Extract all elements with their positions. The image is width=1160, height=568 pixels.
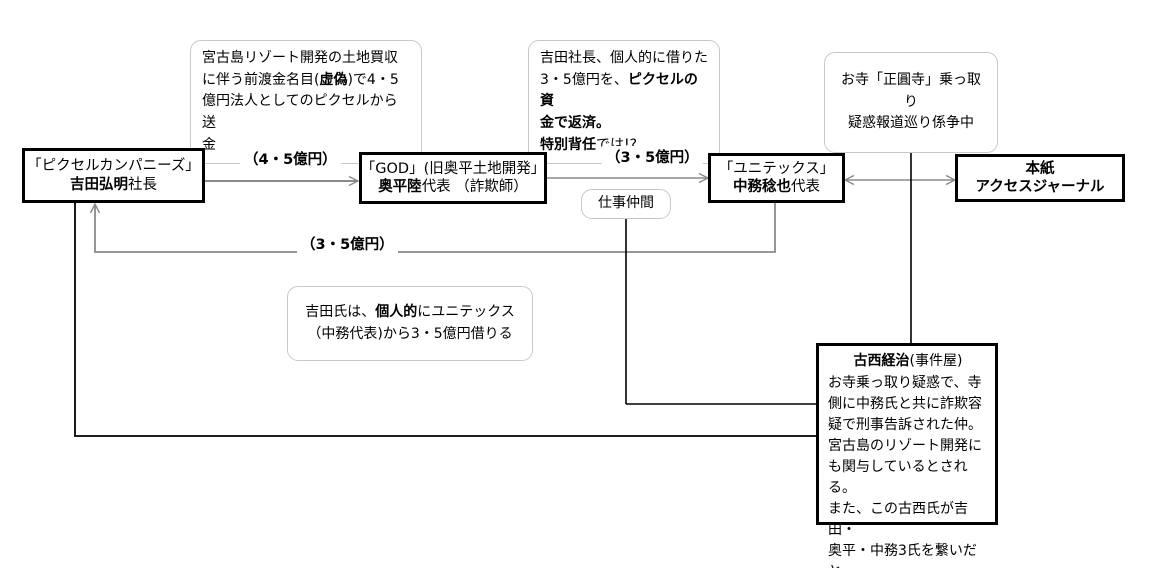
dossier-line: また、この古西氏が吉田・: [828, 501, 968, 538]
dossier-line: 宮古島のリゾート開発に: [828, 438, 982, 454]
bubble-colleagues: 仕事仲間: [581, 189, 671, 219]
node-line-1: 本紙: [1025, 160, 1055, 177]
dossier-line: 疑で刑事告訴された仲。: [828, 417, 982, 433]
bubble-line: 吉田社長、個人的に借りた: [540, 50, 708, 66]
node-furunishi-dossier[interactable]: 古西経治(事件屋) お寺乗っ取り疑惑で、寺 側に中務氏と共に詐欺容 疑で刑事告訴…: [816, 343, 998, 568]
node-god[interactable]: 「GOD」(旧奥平土地開発」 奥平陸代表 （詐欺師）: [359, 152, 547, 204]
wire-pixel-to-furunishi: [74, 203, 816, 437]
dossier-header: 古西経治(事件屋): [853, 353, 963, 369]
bubble-line: 金で返済。: [540, 115, 610, 132]
node-line-2: 中務稔也代表: [733, 179, 820, 195]
label-amount-45: （4・5億円）: [240, 148, 341, 169]
bubble-line: に伴う前渡金名目(虚偽)で4・5: [202, 71, 399, 88]
bubble-line: 疑惑報道巡り係争中: [848, 115, 974, 132]
node-line-1: 「ピクセルカンパニーズ」: [27, 158, 200, 175]
dossier-line: お寺乗っ取り疑惑で、寺: [828, 375, 982, 391]
node-line-2: 吉田弘明社長: [70, 176, 157, 193]
node-line-1: 「ユニテックス」: [718, 160, 835, 177]
bubble-temple-dispute: お寺「正圓寺」乗っ取り 疑惑報道巡り係争中: [824, 52, 998, 154]
node-unitex[interactable]: 「ユニテックス」 中務稔也代表: [708, 153, 845, 203]
bubble-line: 仕事仲間: [598, 195, 654, 211]
node-pixel-companies[interactable]: 「ピクセルカンパニーズ」 吉田弘明社長: [22, 148, 205, 203]
label-amount-35-return: （3・5億円）: [297, 233, 398, 254]
bubble-line: 宮古島リゾート開発の土地買収: [202, 50, 398, 66]
bubble-line: 吉田氏は、個人的にユニテックス: [305, 304, 515, 320]
node-line-1: 「GOD」(旧奥平土地開発」: [360, 160, 546, 177]
bubble-land-purchase: 宮古島リゾート開発の土地買収 に伴う前渡金名目(虚偽)で4・5 億円法人としての…: [190, 40, 422, 165]
bubble-personal-loan: 吉田氏は、個人的にユニテックス （中務代表)から3・5億円借りる: [287, 286, 533, 362]
node-access-journal[interactable]: 本紙 アクセスジャーナル: [955, 154, 1125, 202]
label-amount-35-top: （3・5億円）: [602, 146, 703, 167]
node-line-2: アクセスジャーナル: [975, 179, 1105, 195]
bubble-line: 金: [202, 136, 216, 153]
node-line-2: 奥平陸代表 （詐欺師）: [378, 179, 528, 195]
dossier-line: も関与しているとされる。: [828, 459, 968, 496]
dossier-line: 奥平・中務3氏を繋いだと: [828, 543, 977, 568]
bubble-line: お寺「正圓寺」乗っ取り: [841, 72, 981, 110]
bubble-line: 3・5億円を、ピクセルの資: [540, 71, 698, 110]
bubble-line: （中務代表)から3・5億円借りる: [307, 325, 513, 342]
wire-unitex-return-to-pixel: [95, 202, 776, 253]
bubble-line: 億円法人としてのピクセルから送: [202, 93, 398, 132]
dossier-line: 側に中務氏と共に詐欺容: [828, 396, 982, 412]
